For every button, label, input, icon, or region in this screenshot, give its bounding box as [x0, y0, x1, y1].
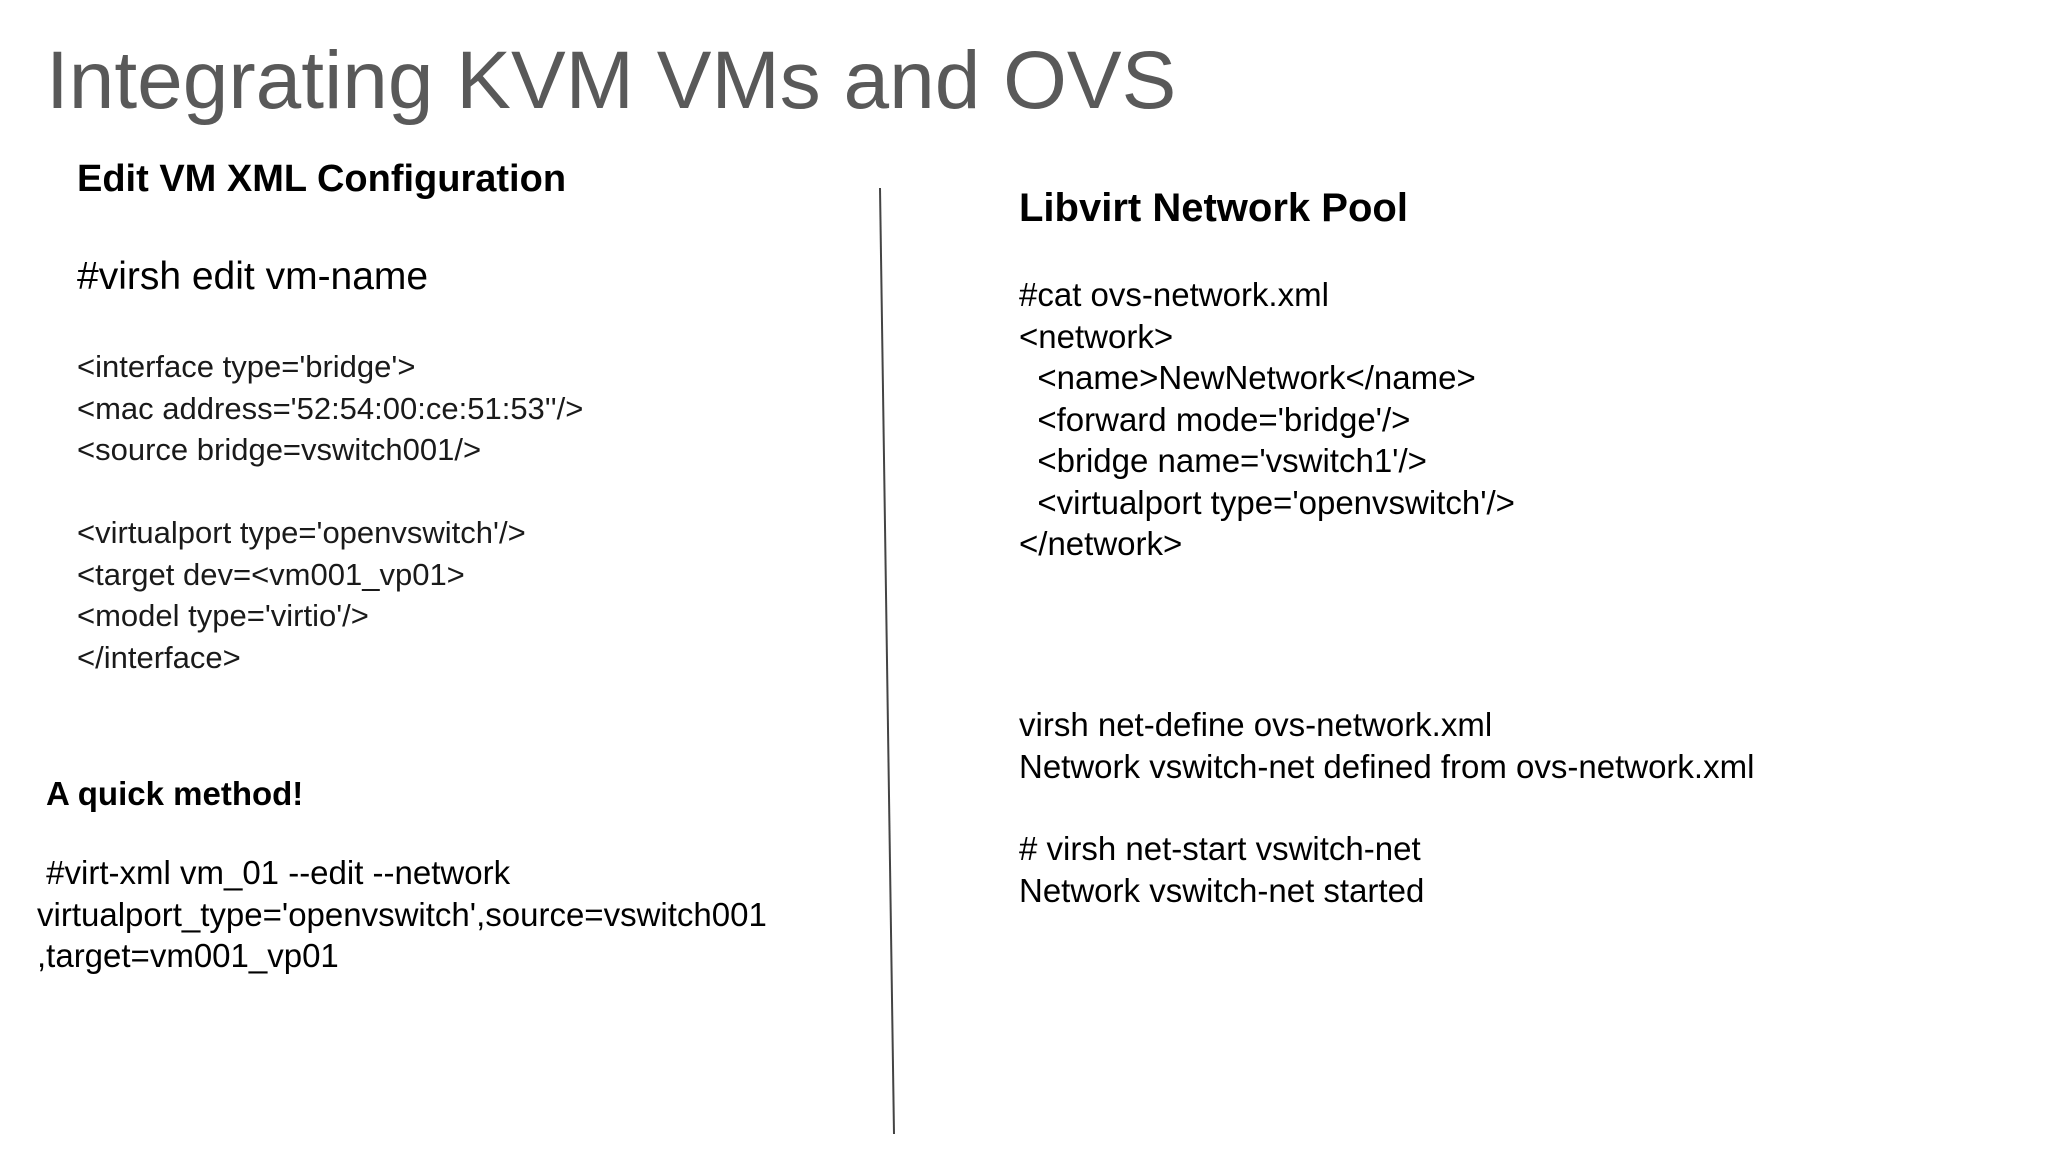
code-line: Network vswitch-net defined from ovs-net…: [1019, 747, 1755, 785]
quick-method-heading: A quick method!: [46, 775, 304, 812]
libvirt-network-pool-heading: Libvirt Network Pool: [1019, 186, 1408, 230]
code-line: <name>NewNetwork</name>: [1019, 359, 1476, 396]
code-line: </interface>: [77, 639, 241, 675]
code-line: # virsh net-start vswitch-net: [1019, 830, 1421, 867]
virsh-edit-command: #virsh edit vm-name: [77, 255, 429, 298]
code-line: <forward mode='bridge'/>: [1019, 400, 1411, 438]
ovs-network-xml: #cat ovs-network.xml <network> <name>New…: [1019, 274, 1515, 565]
code-line: <target dev=<vm001_vp01>: [77, 556, 465, 592]
code-line: <virtualport type='openvswitch'/>: [77, 515, 526, 550]
code-line: #cat ovs-network.xml: [1019, 276, 1329, 313]
net-define-output: virsh net-define ovs-network.xml Network…: [1019, 704, 1754, 787]
net-start-output: # virsh net-start vswitch-net Network vs…: [1019, 828, 1424, 911]
code-line: <interface type='bridge'>: [77, 349, 416, 384]
code-line: <source bridge=vswitch001/>: [77, 432, 482, 467]
code-line: virsh net-define ovs-network.xml: [1019, 706, 1493, 743]
vm-interface-xml: <interface type='bridge'> <mac address='…: [77, 346, 583, 678]
slide-title: Integrating KVM VMs and OVS: [46, 35, 1177, 126]
code-line: <bridge name='vswitch1'/>: [1019, 442, 1427, 479]
code-line: virtualport_type='openvswitch',source=vs…: [37, 895, 767, 933]
code-line: ,target=vm001_vp01: [37, 937, 339, 974]
code-line: <mac address='52:54:00:ce:51:53''/>: [77, 390, 584, 426]
code-line: Network vswitch-net started: [1019, 871, 1425, 909]
edit-vm-xml-heading: Edit VM XML Configuration: [77, 158, 567, 200]
virt-xml-command: #virt-xml vm_01 --edit --network virtual…: [37, 852, 767, 977]
code-line: #virt-xml vm_01 --edit --network: [37, 854, 511, 891]
code-line: <model type='virtio'/>: [77, 598, 369, 633]
code-line: <network>: [1019, 317, 1174, 355]
code-line: </network>: [1019, 525, 1183, 562]
code-line: <virtualport type='openvswitch'/>: [1019, 483, 1515, 521]
